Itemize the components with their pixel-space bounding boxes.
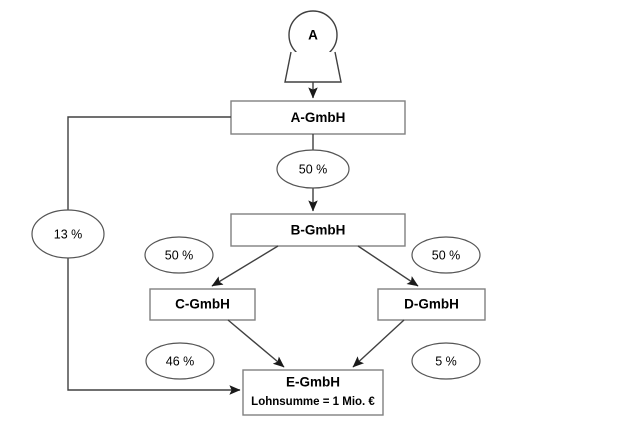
percent-badge-a-to-e: 13 %	[31, 209, 105, 259]
percent-label-c-to-e: 46 %	[166, 354, 195, 368]
percent-label-d-to-e: 5 %	[435, 354, 457, 368]
percent-badge-b-to-d: 50 %	[411, 236, 481, 274]
percent-badge-c-to-e: 46 %	[145, 342, 215, 380]
edge-a-to-e-upper	[67, 116, 231, 215]
node-d-gmbh[interactable]: D-GmbH	[377, 288, 486, 321]
percent-ellipse-d-to-e	[411, 342, 481, 380]
percent-badge-d-to-e: 5 %	[411, 342, 481, 380]
percent-label-a-to-e: 13 %	[54, 227, 83, 241]
node-b-gmbh[interactable]: B-GmbH	[230, 213, 406, 247]
node-a-gmbh[interactable]: A-GmbH	[230, 100, 406, 135]
node-a-gmbh-box	[230, 100, 406, 135]
edge-c-to-e	[227, 319, 285, 368]
edge-b-to-c	[211, 245, 279, 287]
edge-a-to-e-lower	[67, 253, 241, 395]
node-b-gmbh-box	[230, 213, 406, 247]
node-c-gmbh[interactable]: C-GmbH	[149, 288, 256, 321]
percent-label-a-to-b: 50 %	[299, 162, 328, 176]
percent-ellipse-b-to-d	[411, 236, 481, 274]
percent-label-b-to-d: 50 %	[432, 248, 461, 262]
node-e-gmbh-box	[242, 369, 384, 416]
actor-label: A	[308, 28, 318, 43]
percent-badge-a-to-b: 50 %	[276, 149, 350, 189]
actor-node-a[interactable]: A	[284, 10, 342, 83]
node-b-gmbh-label: B-GmbH	[291, 223, 346, 238]
edge-d-to-e	[352, 319, 405, 368]
node-a-gmbh-label: A-GmbH	[291, 110, 346, 125]
node-e-gmbh[interactable]: E-GmbH Lohnsumme = 1 Mio. €	[242, 369, 384, 416]
node-e-gmbh-sublabel: Lohnsumme = 1 Mio. €	[251, 396, 375, 408]
percent-ellipse-c-to-e	[145, 342, 215, 380]
node-e-gmbh-label: E-GmbH	[286, 375, 340, 390]
edge-b-to-d	[357, 245, 419, 287]
percent-ellipse-a-to-b	[276, 149, 350, 189]
percent-ellipse-a-to-e	[31, 209, 105, 259]
node-d-gmbh-box	[377, 288, 486, 321]
node-d-gmbh-label: D-GmbH	[404, 297, 459, 312]
percent-ellipse-b-to-c	[144, 236, 214, 274]
person-body-icon	[284, 51, 342, 83]
percent-badge-b-to-c: 50 %	[144, 236, 214, 274]
node-c-gmbh-box	[149, 288, 256, 321]
node-c-gmbh-label: C-GmbH	[175, 297, 230, 312]
percent-label-b-to-c: 50 %	[165, 248, 194, 262]
